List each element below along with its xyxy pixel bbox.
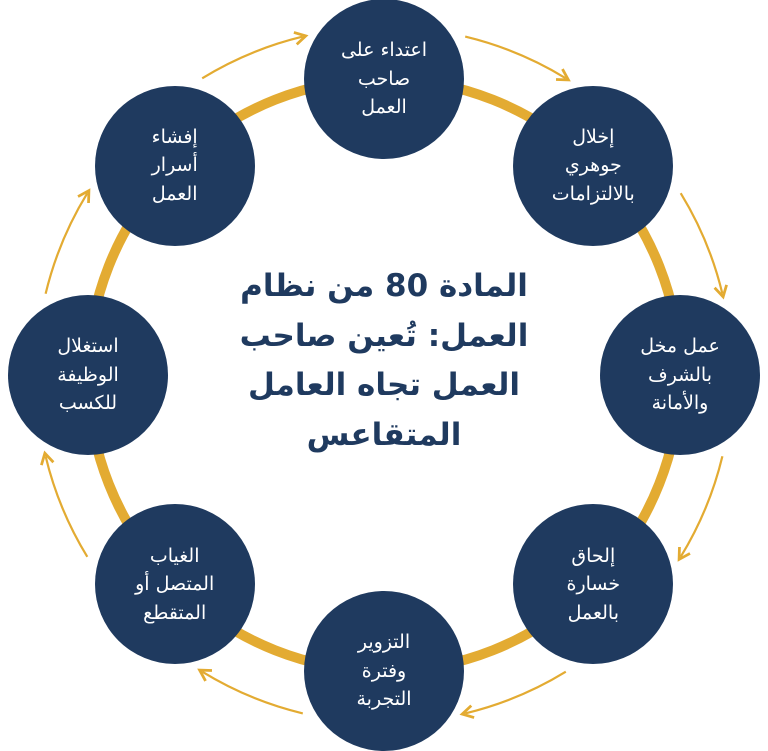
node-cause-loss: إلحاق خسارة بالعمل [513, 504, 674, 665]
cycle-arrow [464, 35, 571, 82]
center-title: المادة 80 من نظام العمل: تُعين صاحب العم… [239, 268, 529, 453]
cycle-arrow [197, 668, 304, 715]
node-breach-obligations: إخلال جوهري بالالتزامات [513, 85, 674, 246]
node-label: إخلال جوهري بالالتزامات [551, 125, 635, 205]
node-label: اعتداء على صاحب العمل [340, 39, 428, 119]
node-dishonor-conduct: عمل مخل بالشرف والأمانة [600, 295, 760, 455]
node-label: إلحاق خسارة بالعمل [566, 544, 621, 624]
node-label: استغلال الوظيفة للكسب [57, 335, 119, 415]
node-disclose-secrets: إفشاء أسرار العمل [94, 85, 255, 246]
cycle-arrow [677, 455, 724, 562]
node-label: التزوير وفترة التجربة [356, 631, 412, 711]
cycle-arrow [40, 450, 89, 558]
node-label: الغياب المتصل أو المتقطع [135, 544, 215, 624]
node-absence: الغياب المتصل أو المتقطع [94, 504, 255, 665]
cycle-arrow [459, 670, 567, 719]
cycle-arrows [40, 31, 728, 719]
node-label: عمل مخل بالشرف والأمانة [640, 335, 720, 415]
node-forgery-probation: التزوير وفترة التجربة [304, 591, 464, 751]
node-assault-employer: اعتداء على صاحب العمل [304, 0, 464, 159]
cycle-arrow [44, 188, 91, 295]
cycle-arrow [679, 192, 728, 300]
cycle-arrow [201, 31, 309, 80]
node-job-exploitation: استغلال الوظيفة للكسب [8, 295, 168, 455]
node-label: إفشاء أسرار العمل [151, 125, 198, 205]
